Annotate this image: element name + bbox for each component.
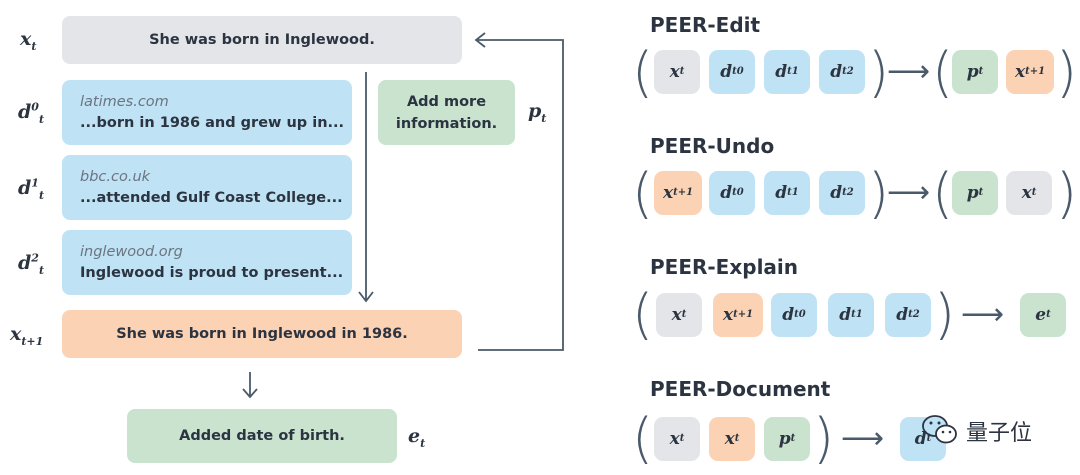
current-text-box: She was born in Inglewood.: [62, 16, 462, 64]
dt2-label: d2t: [18, 251, 45, 277]
document-source: bbc.co.uk: [80, 169, 151, 185]
xt1-label: xt+1: [10, 323, 44, 348]
plan-box: Add more information.: [378, 80, 515, 145]
explanation-box: Added date of birth.: [127, 409, 397, 463]
open-paren: (: [932, 162, 954, 225]
dt0-label: d0t: [18, 100, 45, 126]
dt1-label: d1t: [18, 176, 45, 202]
document-box-1: bbc.co.uk ...attended Gulf Coast College…: [62, 155, 352, 220]
xt-label: xt: [20, 28, 37, 53]
open-paren: (: [932, 41, 954, 104]
right-arrow-icon: ⟶: [841, 421, 885, 456]
close-paren: ): [1056, 41, 1078, 104]
section-title-peer-explain: PEER-Explain: [650, 255, 799, 279]
close-paren: ): [868, 41, 890, 104]
feedback-loop: [476, 39, 564, 351]
flow-arrows: [242, 32, 564, 399]
document-snippet: ...born in 1986 and grew up in...: [80, 115, 345, 131]
section-title-peer-undo: PEER-Undo: [650, 134, 775, 158]
et-label: et: [408, 425, 426, 450]
close-paren: ): [1056, 162, 1078, 225]
document-source: latimes.com: [80, 94, 169, 110]
section-title-peer-edit: PEER-Edit: [650, 13, 761, 37]
close-paren: ): [868, 162, 890, 225]
open-paren: (: [632, 407, 654, 470]
feedback-arrow-head: [474, 32, 486, 48]
document-source: inglewood.org: [80, 244, 183, 260]
open-paren: (: [632, 162, 654, 225]
down-arrow-head: [358, 291, 374, 303]
document-snippet: Inglewood is proud to present...: [80, 265, 344, 281]
open-paren: (: [632, 283, 654, 346]
document-box-0: latimes.com ...born in 1986 and grew up …: [62, 80, 352, 145]
right-arrow-icon: ⟶: [887, 175, 931, 210]
section-title-peer-document: PEER-Document: [650, 377, 831, 401]
watermark-text: 量子位: [966, 421, 1033, 446]
updated-text-box: She was born in Inglewood in 1986.: [62, 310, 462, 358]
document-snippet: ...attended Gulf Coast College...: [80, 190, 343, 206]
close-paren: ): [934, 283, 956, 346]
pt-label: pt: [528, 100, 547, 125]
close-paren: ): [813, 407, 835, 470]
document-box-2: inglewood.org Inglewood is proud to pres…: [62, 230, 352, 295]
wechat-logo-icon: [920, 412, 960, 448]
right-arrow-icon: ⟶: [887, 54, 931, 89]
open-paren: (: [632, 41, 654, 104]
explain-arrow-head: [242, 388, 258, 399]
right-arrow-icon: ⟶: [961, 297, 1005, 332]
